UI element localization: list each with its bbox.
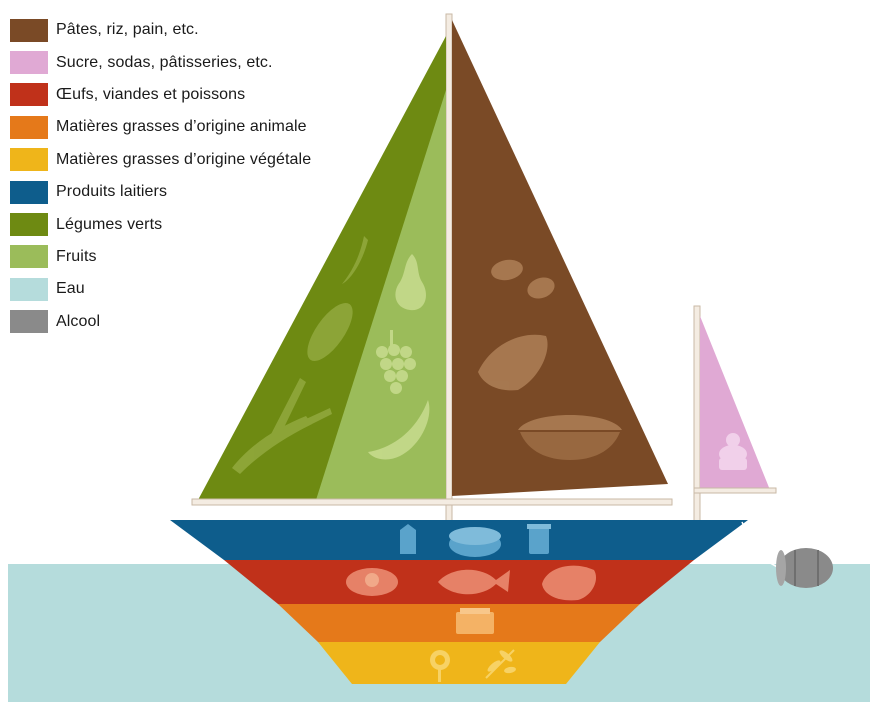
milk-carton-icon <box>400 524 416 554</box>
legend-swatch <box>10 83 48 106</box>
legend-swatch <box>10 245 48 268</box>
legend-label: Légumes verts <box>56 216 162 234</box>
legend-label: Sucre, sodas, pâtisseries, etc. <box>56 54 273 72</box>
legend-swatch <box>10 51 48 74</box>
small-boom <box>694 488 776 493</box>
hull-vegetable-fat-band <box>318 642 600 684</box>
legend-swatch <box>10 213 48 236</box>
legend-label: Fruits <box>56 248 97 266</box>
legend-label: Alcool <box>56 313 100 331</box>
legend-label: Œufs, viandes et poissons <box>56 86 245 104</box>
main-boom <box>192 499 672 505</box>
legend-label: Produits laitiers <box>56 183 167 201</box>
butter-icon <box>456 608 494 634</box>
legend-item: Fruits <box>10 241 311 273</box>
legend-swatch <box>10 19 48 42</box>
legend-item: Pâtes, riz, pain, etc. <box>10 14 311 46</box>
food-group-legend: Pâtes, riz, pain, etc. Sucre, sodas, pâti… <box>10 14 311 338</box>
legend-swatch <box>10 181 48 204</box>
legend-swatch <box>10 310 48 333</box>
legend-label: Eau <box>56 280 85 298</box>
cheese-wheel-icon <box>449 527 501 557</box>
main-mast <box>446 14 452 524</box>
legend-item: Produits laitiers <box>10 176 311 208</box>
legend-item: Alcool <box>10 306 311 338</box>
fried-egg-icon <box>346 568 398 596</box>
yogurt-pot-icon <box>527 524 551 554</box>
legend-item: Eau <box>10 273 311 305</box>
legend-swatch <box>10 278 48 301</box>
legend-item: Légumes verts <box>10 208 311 240</box>
legend-label: Matières grasses d’origine végétale <box>56 151 311 169</box>
legend-item: Matières grasses d’origine animale <box>10 111 311 143</box>
legend-label: Matières grasses d’origine animale <box>56 118 307 136</box>
legend-item: Matières grasses d’origine végétale <box>10 144 311 176</box>
barrel-rope <box>742 522 780 568</box>
legend-label: Pâtes, riz, pain, etc. <box>56 21 199 39</box>
legend-item: Sucre, sodas, pâtisseries, etc. <box>10 46 311 78</box>
legend-item: Œufs, viandes et poissons <box>10 79 311 111</box>
legend-swatch <box>10 116 48 139</box>
legend-swatch <box>10 148 48 171</box>
